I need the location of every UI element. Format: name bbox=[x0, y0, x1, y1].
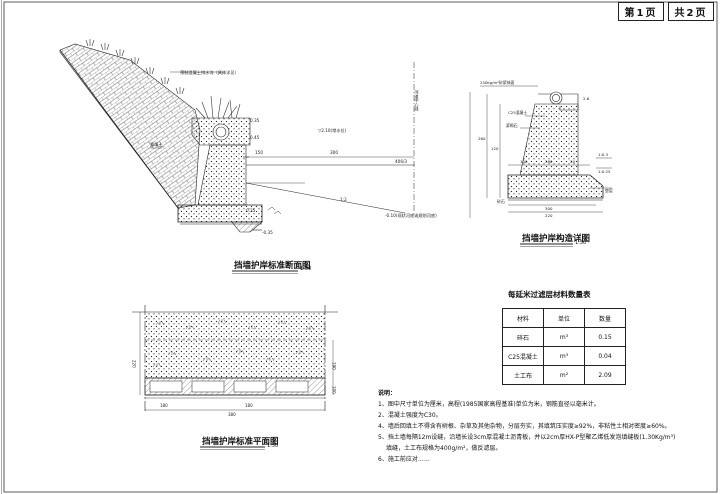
page-number-box: 第1页 bbox=[618, 2, 664, 21]
table-cell: 0.15 bbox=[584, 327, 626, 347]
section-label-slope: 1:2 bbox=[340, 197, 347, 202]
table-cell: 2.09 bbox=[584, 365, 626, 385]
plan-label-dim-380: 380 bbox=[228, 412, 236, 417]
detail-view-caption: 挡墙护岸构造详图 bbox=[522, 234, 591, 244]
detail-label-toe: 砂石 bbox=[497, 199, 505, 204]
section-label-toe-level: -0.35 bbox=[262, 230, 273, 235]
detail-label-dim-280: 280 bbox=[545, 159, 553, 164]
note-item: 5、挡土墙每隔12m设缝，沿墙长设3cm厚混凝土沥青板，并以2cm厚HX-P型聚… bbox=[378, 434, 676, 441]
section-label-dim-low: 0.35 bbox=[246, 208, 256, 213]
detail-view bbox=[469, 85, 612, 218]
table-row: C25混凝土 m³ 0.04 bbox=[502, 346, 626, 366]
section-label-backfill: 素填土 bbox=[150, 141, 163, 148]
section-view-caption: 挡墙护岸标准断面图 bbox=[234, 261, 311, 271]
section-label-dim-mid: 0.45 bbox=[250, 135, 260, 140]
notes-block: 说明： 1、图中尺寸单位为厘米，高程(1985国家高程基准)单位为米，钢筋直径以… bbox=[378, 388, 713, 465]
section-label-water-level: ▽2.10(常水位) bbox=[318, 127, 347, 134]
table-cell: C25混凝土 bbox=[502, 346, 544, 366]
plan-view bbox=[132, 305, 338, 412]
detail-label-top-dim: 2.6 bbox=[583, 96, 590, 101]
detail-label-pipe: C25混凝土 bbox=[508, 110, 527, 115]
section-labels: 预制混凝土排水沟（具体详见） 0.35 0.45 0.35 150 300 40… bbox=[150, 69, 437, 235]
section-label-axis: 河道中心线 bbox=[414, 89, 420, 112]
section-view bbox=[59, 39, 415, 233]
detail-label-base: 垫层 bbox=[605, 188, 613, 193]
section-label-pipe: 预制混凝土排水沟（具体详见） bbox=[180, 69, 239, 76]
plan-label-dim-220: 220 bbox=[132, 360, 137, 368]
section-label-dim-top: 0.35 bbox=[250, 118, 260, 123]
note-item: 填缝，土工布规格为400g/m²，做反滤层。 bbox=[386, 445, 502, 452]
page-total-box: 共2页 bbox=[668, 2, 714, 21]
section-label-dim-300: 300 bbox=[330, 150, 338, 155]
table-cell: 土工布 bbox=[502, 365, 544, 385]
material-table-title: 每延米过滤层材料数量表 bbox=[508, 290, 591, 299]
detail-label-dim-260: 260 bbox=[478, 136, 486, 141]
material-table: 材料 单位 数量 碎石 m³ 0.15 C25混凝土 m³ 0.04 土工布 m… bbox=[502, 308, 626, 385]
detail-label-dim-220: 220 bbox=[545, 213, 553, 218]
plan-view-caption: 挡墙护岸标准平面图 bbox=[202, 437, 279, 447]
table-header-row: 材料 单位 数量 bbox=[502, 308, 626, 328]
table-header-cell: 数量 bbox=[584, 308, 626, 328]
note-item: 4、墙后回填土不得含有树根、杂草及其他杂物，分层夯实，其填筑压实度≥92%，非粘… bbox=[378, 423, 671, 430]
plan-label-dim-100: 100 bbox=[332, 386, 337, 394]
note-item: 1、图中尺寸单位为厘米，高程(1985国家高程基准)单位为米，钢筋直径以毫米计。 bbox=[378, 401, 600, 408]
plan-view-scale: 1:50 bbox=[267, 443, 279, 449]
drain-pipe bbox=[212, 123, 230, 141]
plan-labels: 180 180 380 220 190 100 bbox=[132, 360, 337, 417]
caption-underlines bbox=[200, 243, 573, 450]
table-cell: m³ bbox=[543, 346, 585, 366]
table-cell: 碎石 bbox=[502, 327, 544, 347]
section-label-bottom: -0.10(现状河底或规划河底) bbox=[385, 212, 437, 219]
detail-label-dim-300: 300 bbox=[545, 206, 553, 211]
table-row: 土工布 m² 2.09 bbox=[502, 365, 626, 385]
note-item: 2、混凝土强度为C30。 bbox=[378, 412, 442, 419]
notes-title: 说明： bbox=[378, 390, 397, 397]
detail-label-stone: 浆砌石 bbox=[506, 123, 518, 128]
plan-plant-symbols bbox=[152, 319, 315, 368]
table-cell: m² bbox=[543, 365, 585, 385]
detail-label-dim-100: 100 bbox=[520, 159, 528, 164]
detail-label-slope1: 1:0.3 bbox=[598, 152, 608, 157]
plan-label-dim-180b: 180 bbox=[245, 403, 253, 408]
plan-label-dim-190: 190 bbox=[332, 362, 337, 370]
retaining-wall bbox=[197, 144, 247, 206]
detail-label-slope2: 1:0.25 bbox=[598, 169, 611, 174]
table-header-cell: 单位 bbox=[543, 308, 585, 328]
detail-label-dim-120: 120 bbox=[491, 146, 499, 151]
detail-wall bbox=[519, 103, 579, 176]
sheet-border bbox=[3, 1, 718, 493]
table-header-cell: 材料 bbox=[502, 308, 544, 328]
section-label-level-right: 406/3 bbox=[395, 159, 407, 164]
plan-label-dim-180a: 180 bbox=[160, 403, 168, 408]
note-item: 6、施工前应对…… bbox=[378, 456, 430, 463]
detail-view-scale: 1:50 bbox=[575, 240, 587, 246]
detail-labels: 250kg/m²砂浆抹面 2.6 C25混凝土 浆砌石 260 120 100 … bbox=[478, 80, 613, 218]
table-row: 碎石 m³ 0.15 bbox=[502, 327, 626, 347]
section-view-scale: 1:50 bbox=[300, 266, 312, 272]
detail-label-top-note: 250kg/m²砂浆抹面 bbox=[480, 80, 514, 85]
detail-base bbox=[507, 174, 604, 199]
table-cell: m³ bbox=[543, 327, 585, 347]
grass-symbols bbox=[85, 39, 241, 119]
section-label-dim-150: 150 bbox=[255, 150, 263, 155]
detail-label-dim-20: 20 bbox=[570, 159, 575, 164]
table-cell: 0.04 bbox=[584, 346, 626, 366]
embankment-fill bbox=[59, 43, 201, 209]
